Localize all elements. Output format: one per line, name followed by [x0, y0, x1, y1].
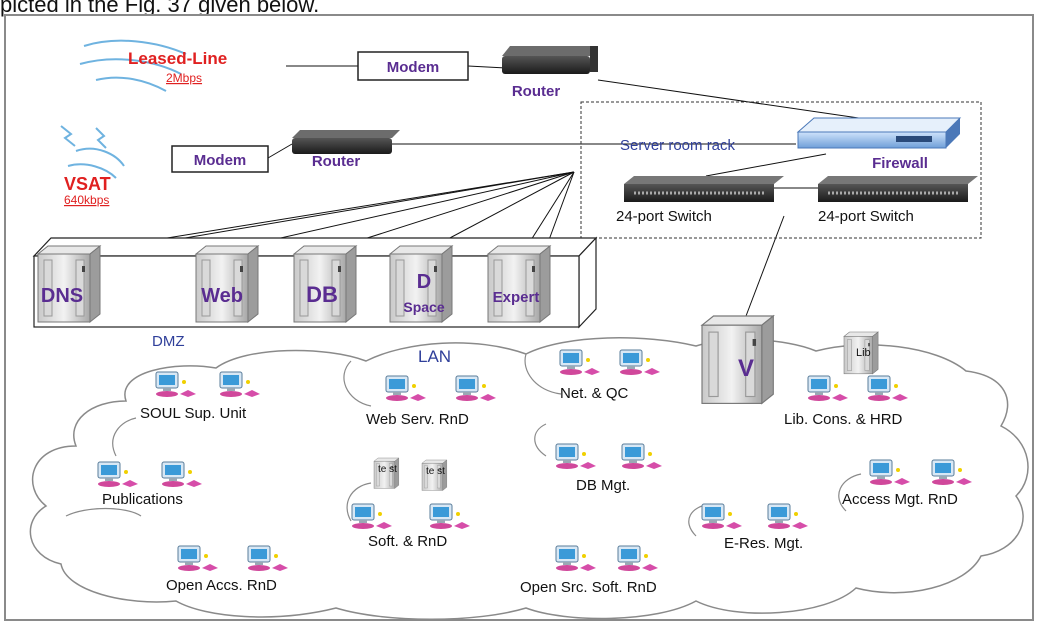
expert-server-label: Expert	[493, 289, 540, 306]
group-label: Net. & QC	[560, 385, 629, 402]
group-net-qc: Net. & QC	[559, 349, 661, 402]
server-room-rack: Server room rack Firewall 24-port Switch	[580, 101, 982, 239]
firewall-label: Firewall	[872, 155, 928, 172]
dns-server: DNS	[37, 245, 101, 323]
vsat-link: VSAT 640kbps	[60, 125, 125, 207]
core-server: V	[701, 315, 774, 404]
switch-right: 24-port Switch	[818, 176, 978, 225]
wireless-swirl-icon	[79, 39, 187, 92]
modem-bottom: Modem	[171, 145, 269, 173]
expert-server: Expert	[487, 245, 551, 323]
group-e-res-mgt: E-Res. Mgt.	[701, 503, 809, 552]
connection-lines	[55, 65, 887, 317]
network-diagram-frame: Leased-Line 2Mbps VSAT 640kbps Modem Mod…	[4, 14, 1034, 621]
group-label: Lib. Cons. & HRD	[784, 411, 903, 428]
web-server: Web	[195, 245, 259, 323]
lib-server: Lib	[843, 331, 879, 375]
switch-left-label: 24-port Switch	[616, 208, 712, 225]
group-open-src-soft-rnd: Open Src. Soft. RnD	[520, 545, 659, 596]
group-open-accs-rnd: Open Accs. RnD	[166, 545, 289, 594]
group-label: DB Mgt.	[576, 477, 630, 494]
dspace-server-label-line1: D	[417, 271, 431, 293]
group-access-mgt-rnd: Access Mgt. RnD	[842, 459, 973, 508]
figure-caption: picted in the Fig. 37 given below.	[0, 0, 320, 17]
server-rack-title: Server room rack	[620, 137, 736, 154]
firewall-icon	[796, 117, 962, 149]
db-server: DB	[293, 245, 357, 323]
router-top-label: Router	[512, 83, 560, 100]
group-label: Open Src. Soft. RnD	[520, 579, 657, 596]
lib-server-label: Lib	[856, 347, 871, 359]
modem-top: Modem	[357, 51, 469, 81]
dns-server-label: DNS	[41, 285, 83, 307]
switch-icon	[818, 176, 978, 202]
server-tower-icon	[487, 245, 551, 323]
group-soft-rnd: Soft. & RnD	[351, 503, 471, 550]
router-bottom: Router	[292, 130, 400, 170]
modem-top-label: Modem	[387, 59, 440, 76]
router-bottom-label: Router	[312, 153, 360, 170]
db-server-label: DB	[306, 282, 338, 307]
group-label: Open Accs. RnD	[166, 577, 277, 594]
group-label: E-Res. Mgt.	[724, 535, 803, 552]
lan-cloud	[29, 337, 1029, 619]
leased-line-label: Leased-Line	[128, 49, 227, 68]
core-server-label: V	[738, 355, 754, 382]
dmz-zone: DNS Web DB D Space Expert DMZ	[32, 236, 598, 350]
leased-line-link: Leased-Line 2Mbps	[79, 39, 227, 92]
vsat-label: VSAT	[64, 174, 111, 194]
test-server-2: te st	[421, 459, 447, 491]
router-icon	[502, 46, 598, 74]
satellite-signal-icon	[60, 125, 125, 179]
group-db-mgt: DB Mgt.	[555, 443, 663, 494]
test-server-2-label: te st	[426, 466, 445, 477]
modem-bottom-label: Modem	[194, 152, 247, 169]
dspace-server: D Space	[389, 245, 453, 323]
lan-label: LAN	[418, 347, 451, 366]
vsat-speed: 640kbps	[64, 193, 109, 207]
router-top: Router	[502, 46, 598, 100]
group-lib-cons-hrd: Lib. Cons. & HRD	[784, 375, 909, 428]
group-soul-sup-unit: SOUL Sup. Unit	[140, 371, 261, 422]
server-tower-icon	[37, 245, 101, 323]
group-publications: Publications	[97, 461, 203, 508]
test-server-1-label: te st	[378, 464, 397, 475]
group-label: Access Mgt. RnD	[842, 491, 958, 508]
group-label: Web Serv. RnD	[366, 411, 469, 428]
switch-left: 24-port Switch	[616, 176, 784, 225]
router-icon	[292, 130, 400, 154]
network-diagram: Leased-Line 2Mbps VSAT 640kbps Modem Mod…	[29, 39, 1029, 619]
switch-right-label: 24-port Switch	[818, 208, 914, 225]
switch-icon	[624, 176, 784, 202]
server-tower-icon	[195, 245, 259, 323]
group-label: Soft. & RnD	[368, 533, 447, 550]
leased-line-speed: 2Mbps	[166, 71, 202, 85]
dmz-label: DMZ	[152, 333, 185, 350]
group-label: Publications	[102, 491, 183, 508]
web-server-label: Web	[201, 285, 243, 307]
group-label: SOUL Sup. Unit	[140, 405, 247, 422]
test-server-1: te st	[373, 457, 399, 489]
dspace-server-label-line2: Space	[403, 299, 444, 315]
group-web-serv-rnd: Web Serv. RnD	[366, 375, 497, 428]
firewall: Firewall	[796, 117, 962, 172]
